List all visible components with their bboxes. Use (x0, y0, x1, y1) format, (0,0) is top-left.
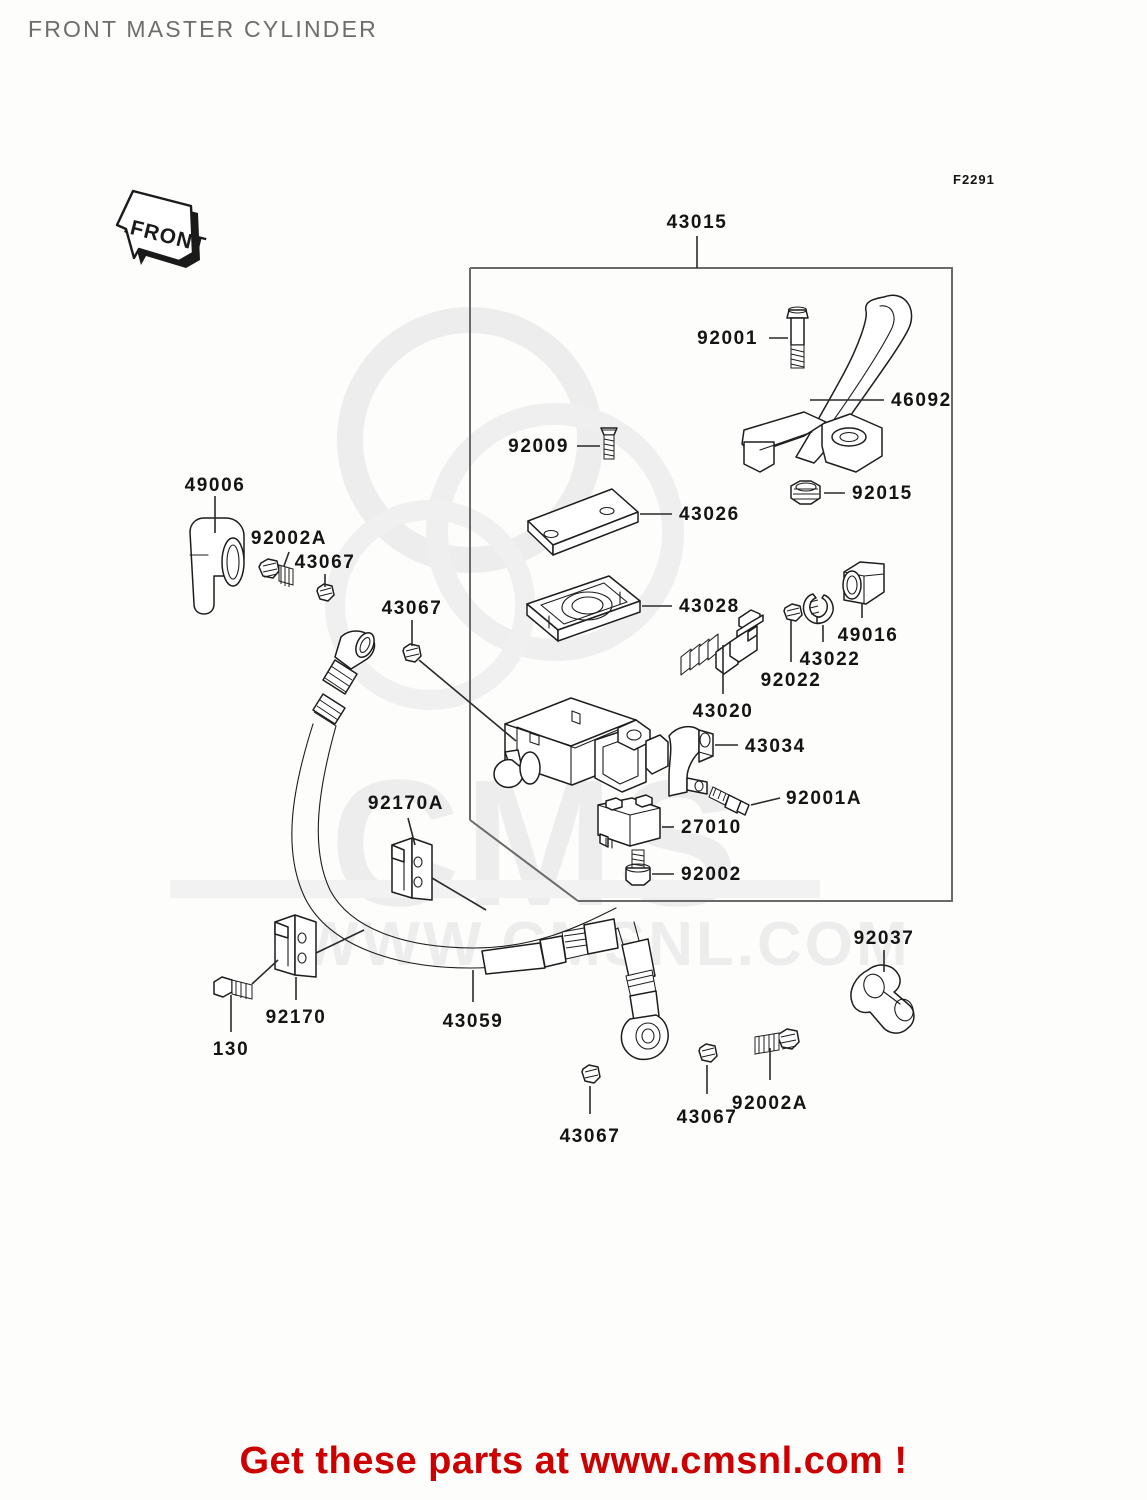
part-92001A-bolt (708, 786, 750, 816)
part-label-92170: 92170 (266, 1007, 327, 1028)
part-43067-washer-hose-upper (402, 643, 422, 663)
part-label-92002A-upper: 92002A (251, 528, 327, 549)
part-92022-washer (783, 603, 803, 622)
part-label-43034: 43034 (745, 736, 806, 757)
part-label-92002A-lower: 92002A (732, 1093, 808, 1114)
front-arrow-icon: FRONT (115, 189, 209, 268)
part-label-43067-lower-left: 43067 (560, 1126, 621, 1147)
part-43020-piston-assembly (680, 609, 764, 676)
part-label-92022: 92022 (761, 670, 822, 691)
footer-cta: Get these parts at www.cmsnl.com ! (239, 1440, 908, 1482)
part-label-43015: 43015 (667, 212, 728, 233)
part-92002A-bolt-lower (754, 1028, 800, 1055)
part-43034-bracket (668, 725, 714, 797)
part-label-92037: 92037 (854, 928, 915, 949)
part-label-92015: 92015 (852, 483, 913, 504)
part-49006-dust-boot (189, 517, 245, 615)
part-92170A-clamp (391, 837, 433, 901)
part-92002A-bolt-upper (258, 558, 294, 587)
part-43026-reservoir-cap (527, 488, 639, 556)
part-label-43067-lower-right: 43067 (677, 1107, 738, 1128)
part-label-49006: 49006 (185, 475, 246, 496)
part-43059-brake-hose (291, 630, 669, 1061)
master-cylinder-body (493, 697, 669, 793)
part-label-46092: 46092 (891, 390, 952, 411)
part-label-92001A: 92001A (786, 788, 862, 809)
figure-code: F2291 (953, 172, 995, 187)
part-130-bolt (213, 976, 253, 1000)
part-label-43067-hose-upper: 43067 (382, 598, 443, 619)
part-label-43028: 43028 (679, 596, 740, 617)
part-label-27010: 27010 (681, 817, 742, 838)
part-92037-hose-clamp (850, 964, 915, 1034)
part-label-92170A: 92170A (368, 793, 444, 814)
part-92009-screw (600, 427, 618, 460)
part-43067-washer-lower-right (698, 1043, 718, 1063)
part-43022-circlip (802, 593, 834, 625)
part-label-43059: 43059 (443, 1011, 504, 1032)
part-49016-dust-seal-cap (842, 561, 885, 605)
part-92170-clamp (274, 914, 317, 978)
part-label-92002: 92002 (681, 864, 742, 885)
part-27010-switch (597, 794, 661, 849)
part-92015-nut (790, 480, 821, 505)
part-92001-bolt (786, 306, 809, 369)
part-label-43067-upper-right: 43067 (295, 552, 356, 573)
part-46092-brake-lever (741, 294, 913, 473)
part-label-92009: 92009 (508, 436, 569, 457)
part-label-43026: 43026 (679, 504, 740, 525)
part-label-43020: 43020 (693, 701, 754, 722)
part-43067-washer-lower-left (581, 1064, 601, 1084)
part-label-130: 130 (213, 1039, 250, 1060)
part-43028-diaphragm (526, 575, 641, 642)
part-92002-bolt (625, 849, 651, 886)
part-label-49016: 49016 (838, 625, 899, 646)
part-label-43022: 43022 (800, 649, 861, 670)
assembly-boundary-box (469, 267, 953, 902)
part-label-92001: 92001 (697, 328, 758, 349)
page-title: FRONT MASTER CYLINDER (28, 16, 378, 42)
